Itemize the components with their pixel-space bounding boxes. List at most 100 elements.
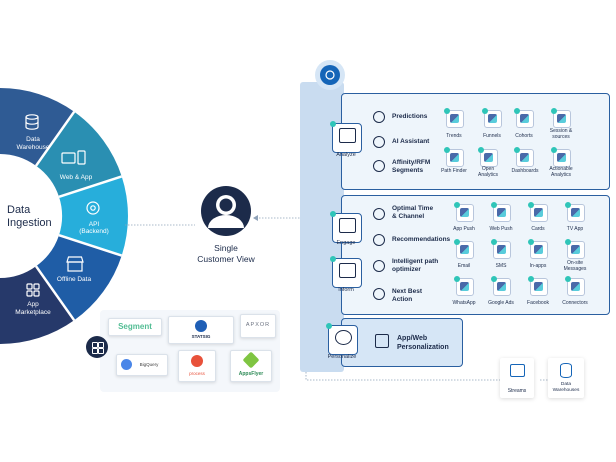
analyze-label: Analyze xyxy=(336,152,356,158)
channel-label: Connectors xyxy=(562,300,588,306)
channel-label: Email xyxy=(457,263,471,269)
logo-statsig: STATSIG xyxy=(168,316,234,344)
tool-label: Trends xyxy=(446,133,462,139)
database-icon xyxy=(560,363,572,378)
channel-label: Google Ads xyxy=(488,300,514,306)
inform-chip[interactable] xyxy=(330,256,362,288)
segment-api-backend xyxy=(59,176,128,256)
open-analytics-icon[interactable] xyxy=(478,147,498,167)
sessions-sources-icon[interactable] xyxy=(551,108,571,128)
logo-process: process xyxy=(178,350,216,382)
logo-apxor: APXOR xyxy=(240,314,276,338)
user-profile-icon xyxy=(335,330,352,345)
segment-label: Web & App xyxy=(60,174,93,181)
segment-separators xyxy=(34,110,123,322)
logo-text: AppsFlyer xyxy=(238,371,264,377)
analytics-chart-icon xyxy=(339,128,356,143)
path-optimizer-icon xyxy=(373,260,385,272)
analyze-chip[interactable] xyxy=(330,121,362,153)
notification-icon xyxy=(339,263,356,278)
on-site-messages-icon[interactable] xyxy=(565,239,585,259)
logo-text: APXOR xyxy=(245,322,271,328)
trends-icon[interactable] xyxy=(444,108,464,128)
segment-label: API xyxy=(89,221,100,228)
channel-label: Cards xyxy=(531,226,545,232)
engage-chip[interactable] xyxy=(330,211,362,243)
analyze-panel xyxy=(341,93,610,190)
segment-app-marketplace xyxy=(0,266,75,344)
feature-predictions: Predictions xyxy=(392,113,428,120)
segment-label: Marketplace xyxy=(15,309,51,316)
feature-recommendations: Recommendations xyxy=(392,236,451,243)
actionable-analytics-icon[interactable] xyxy=(551,147,571,167)
whatsapp-icon[interactable] xyxy=(454,276,474,296)
customer-avatar-icon xyxy=(201,186,251,236)
email-icon[interactable] xyxy=(454,239,474,259)
logo-text: process xyxy=(189,371,205,376)
single-customer-view-label: Single xyxy=(214,243,238,253)
platform-spine xyxy=(300,82,344,372)
predictions-icon xyxy=(373,111,385,123)
arrowhead xyxy=(253,215,258,221)
segment-label: App xyxy=(27,301,39,308)
segment-web-app xyxy=(36,111,122,197)
facebook-icon[interactable] xyxy=(528,276,548,296)
logo-bigquery: BigQuery xyxy=(116,354,168,376)
logo-segment: Segment xyxy=(108,318,162,336)
tool-label: Cohorts xyxy=(515,133,533,139)
gear-icon xyxy=(86,201,100,215)
channel-label: Facebook xyxy=(527,300,549,306)
path-finder-icon[interactable] xyxy=(444,147,464,167)
cohorts-icon[interactable] xyxy=(514,108,534,128)
single-customer-view-label: Customer View xyxy=(197,254,255,264)
recommendations-icon xyxy=(373,234,385,246)
tool-label: Path Finder xyxy=(441,168,467,174)
google-ads-icon[interactable] xyxy=(491,276,511,296)
personalize-chip[interactable] xyxy=(326,323,358,355)
sms-icon[interactable] xyxy=(491,239,511,259)
channel-label: SMS xyxy=(495,263,507,269)
segment-data-warehouse xyxy=(0,88,75,166)
next-best-action-icon xyxy=(373,288,385,300)
personalize-label: Personalize xyxy=(327,354,357,360)
database-icon xyxy=(25,114,39,130)
channel-label: In-apps xyxy=(529,263,547,269)
connectors-icon[interactable] xyxy=(565,276,585,296)
dashboards-icon[interactable] xyxy=(514,147,534,167)
engage-label: Engage xyxy=(336,240,356,246)
streams-card[interactable]: Streams xyxy=(500,358,534,398)
feature-ai-assistant: AI Assistant xyxy=(392,138,430,145)
personalize-panel xyxy=(341,318,463,367)
message-icon xyxy=(339,218,356,233)
optimal-time-icon xyxy=(373,208,385,220)
logo-text: Segment xyxy=(118,322,152,331)
web-app-icon xyxy=(61,150,86,165)
cards-icon[interactable] xyxy=(528,202,548,222)
store-icon xyxy=(66,256,84,272)
in-apps-icon[interactable] xyxy=(528,239,548,259)
logo-text: BigQuery xyxy=(139,362,159,367)
apps-grid-icon xyxy=(26,283,40,297)
ingestion-title: Ingestion xyxy=(7,217,52,229)
logo-text: STATSIG xyxy=(191,334,211,339)
logo-appsflyer: AppsFlyer xyxy=(230,350,272,382)
tv-app-icon[interactable] xyxy=(565,202,585,222)
channel-label: TV App xyxy=(566,226,584,232)
segments-icon xyxy=(373,160,385,172)
web-push-icon[interactable] xyxy=(491,202,511,222)
ingestion-title: Data xyxy=(7,204,31,216)
app-push-icon[interactable] xyxy=(454,202,474,222)
funnels-icon[interactable] xyxy=(482,108,502,128)
segment-offline-data xyxy=(36,235,122,321)
inform-label: Inform xyxy=(338,287,354,293)
personalization-icon xyxy=(375,334,389,348)
segment-label: Data xyxy=(26,136,40,143)
